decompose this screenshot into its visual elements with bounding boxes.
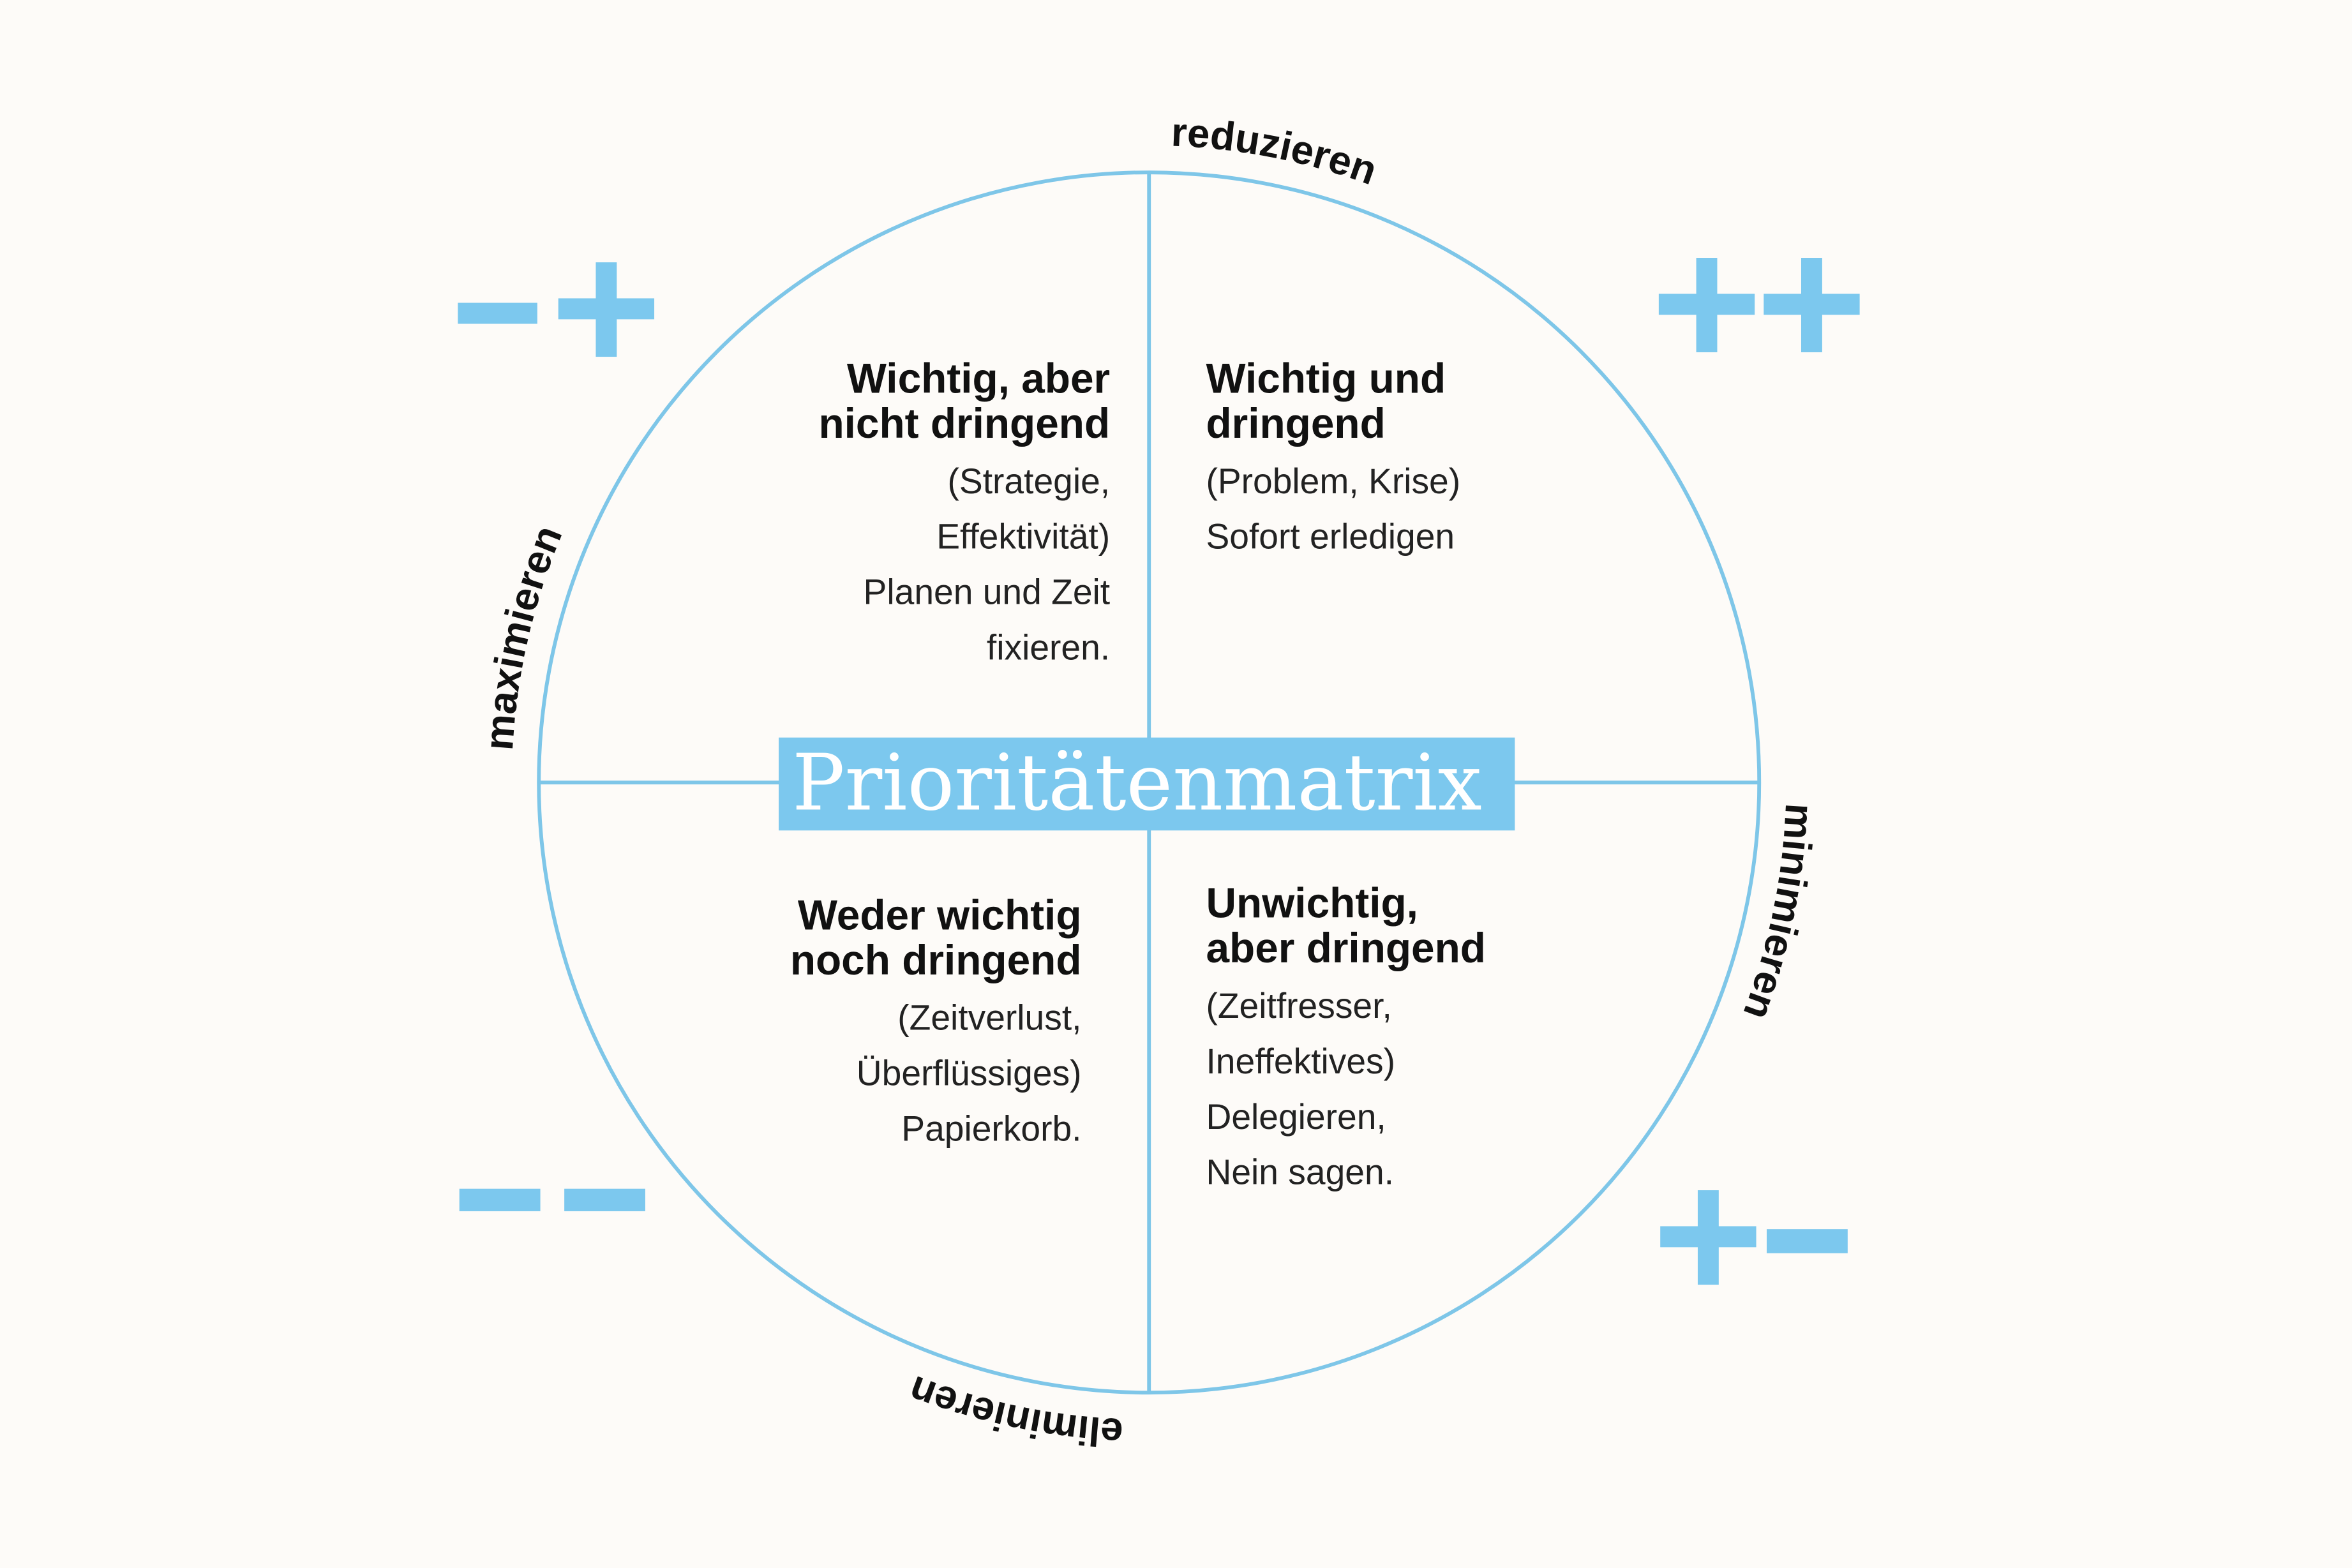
quadrant-title: nicht dringend	[818, 399, 1110, 447]
quadrant-text: Ineffektives)	[1206, 1042, 1395, 1081]
diagram-title: Prioritätenmatrix	[792, 737, 1482, 828]
quadrant-important-not-urgent: Wichtig, aber nicht dringend (Strategie,…	[818, 354, 1110, 667]
minus-icon	[564, 1188, 645, 1211]
plus-icon	[1658, 258, 1755, 353]
symbol-minus-minus	[459, 1188, 645, 1211]
minus-icon	[458, 302, 537, 324]
quadrant-title: Wichtig und	[1206, 354, 1446, 401]
quadrant-title: Wichtig, aber	[847, 354, 1110, 401]
quadrant-title: Weder wichtig	[798, 891, 1082, 938]
title-box	[779, 737, 1515, 831]
quadrant-important-urgent: Wichtig und dringend (Problem, Krise) So…	[1206, 354, 1460, 556]
plus-icon	[558, 262, 655, 357]
quadrant-text: (Zeitfresser,	[1206, 986, 1391, 1026]
quadrant-title: Unwichtig,	[1206, 879, 1418, 927]
quadrant-text: Überflüssiges)	[857, 1054, 1082, 1093]
quadrant-text: Delegieren,	[1206, 1097, 1386, 1137]
quadrant-not-important-not-urgent: Weder wichtig noch dringend (Zeitverlust…	[790, 891, 1082, 1148]
quadrant-text: (Problem, Krise)	[1206, 461, 1460, 501]
quadrant-text: fixieren.	[987, 628, 1110, 668]
quadrant-not-important-urgent: Unwichtig, aber dringend (Zeitfresser, I…	[1206, 879, 1486, 1192]
quadrant-text: (Strategie,	[948, 461, 1111, 501]
quadrant-title: dringend	[1206, 399, 1385, 447]
quadrant-text: (Zeitverlust,	[897, 998, 1081, 1038]
symbol-plus-plus	[1658, 258, 1860, 353]
quadrant-text: Effektivität)	[936, 517, 1110, 556]
quadrant-title: noch dringend	[790, 936, 1082, 983]
symbol-minus-plus	[458, 262, 655, 357]
minus-icon	[1766, 1229, 1848, 1253]
quadrant-text: Papierkorb.	[901, 1109, 1081, 1149]
symbol-plus-minus	[1660, 1190, 1848, 1285]
quadrant-title: aber dringend	[1206, 924, 1486, 971]
quadrant-text: Sofort erledigen	[1206, 517, 1455, 556]
plus-icon	[1764, 258, 1860, 353]
minus-icon	[459, 1188, 541, 1211]
quadrant-text: Planen und Zeit	[864, 572, 1111, 612]
plus-icon	[1660, 1190, 1757, 1285]
quadrant-text: Nein sagen.	[1206, 1153, 1394, 1192]
